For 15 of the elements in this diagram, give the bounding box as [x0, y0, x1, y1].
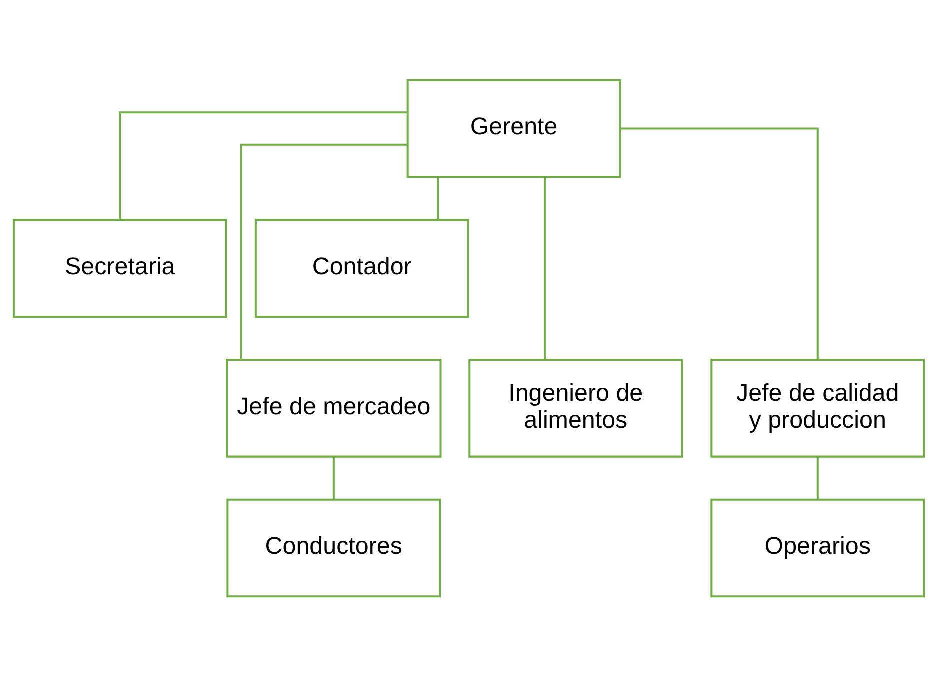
node-box: Ingeniero de alimentos — [468, 359, 684, 458]
node-box: Gerente — [406, 79, 622, 178]
connector — [620, 128, 819, 360]
node-box: Operarios — [710, 498, 926, 598]
node-box: Conductores — [226, 498, 442, 598]
node-box: Jefe de calidad y produccion — [710, 359, 926, 458]
node-box: Secretaria — [12, 219, 228, 318]
connector — [437, 177, 440, 220]
connector — [544, 177, 546, 360]
node-box: Contador — [254, 219, 470, 318]
connector — [119, 112, 408, 220]
node-box: Jefe de mercadeo — [226, 359, 442, 458]
connector — [240, 144, 408, 360]
connector — [816, 456, 819, 500]
connector — [332, 456, 335, 500]
